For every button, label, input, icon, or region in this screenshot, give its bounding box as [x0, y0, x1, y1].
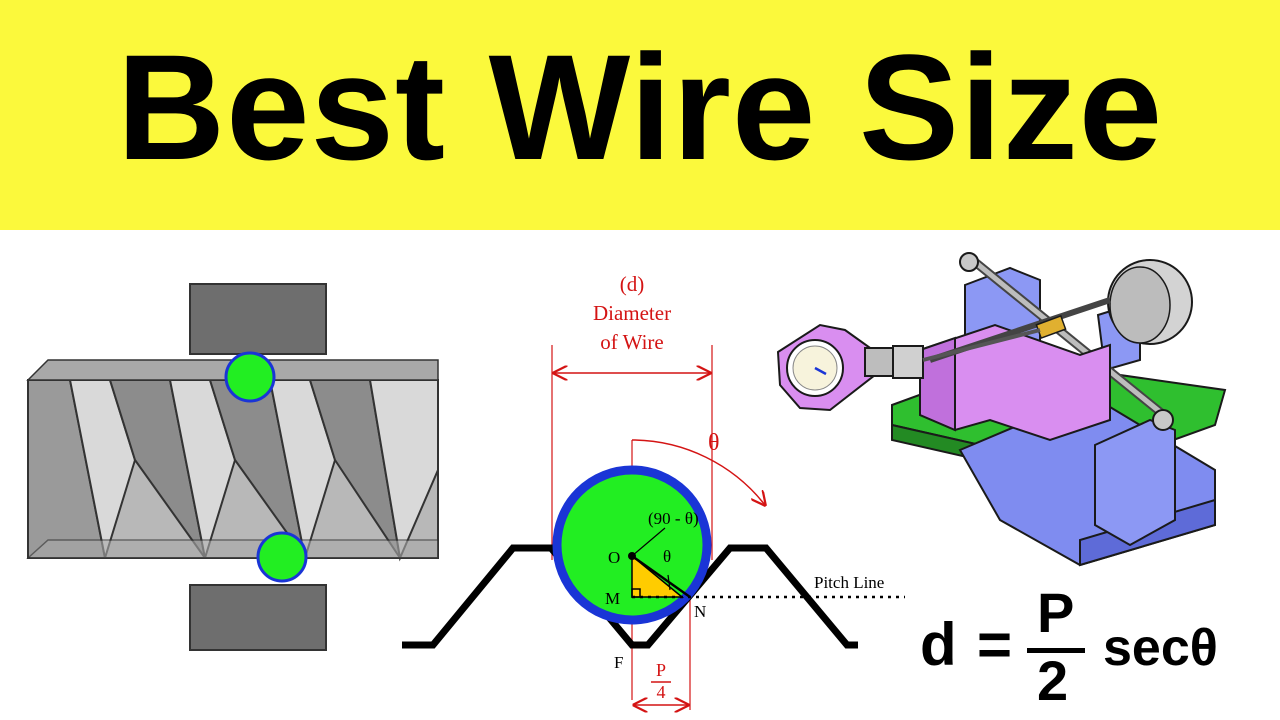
point-n-label: N: [694, 602, 706, 621]
theta-label: θ: [708, 430, 720, 456]
formula-equals: =: [977, 611, 1013, 678]
floating-carriage-micrometer-illustration: [776, 252, 1227, 567]
formula-secant: secθ: [1103, 619, 1218, 677]
angle-90-theta-label: (90 - θ): [648, 509, 699, 528]
upper-anvil: [189, 283, 327, 355]
formula-numerator: P: [1037, 581, 1075, 644]
of-wire-label: of Wire: [600, 330, 664, 354]
thread-profile: [402, 544, 858, 649]
d-label: (d): [620, 272, 645, 296]
wire-geometry-diagram: (d) Diameter of Wire θ (90 - θ) θ O M N …: [402, 272, 905, 710]
p-denominator: 4: [657, 682, 666, 702]
upper-wire: [224, 351, 276, 403]
point-o-label: O: [608, 548, 620, 567]
page-title: Best Wire Size: [116, 23, 1164, 191]
lower-wire: [256, 531, 308, 583]
lower-anvil: [189, 584, 327, 651]
formula-lhs: d: [920, 611, 957, 678]
title-banner: [0, 0, 1280, 230]
fraction-bar: [1027, 648, 1085, 653]
pitch-line-label: Pitch Line: [814, 573, 884, 592]
point-m-label: M: [605, 589, 620, 608]
screw-thread-illustration: [26, 283, 439, 651]
diameter-label: Diameter: [593, 301, 671, 325]
point-f-label: F: [614, 653, 623, 672]
formula-denominator: 2: [1037, 649, 1069, 712]
p-numerator: P: [656, 660, 666, 680]
inner-theta-label: θ: [663, 547, 671, 566]
best-wire-formula: d = P 2 secθ: [915, 581, 1245, 712]
